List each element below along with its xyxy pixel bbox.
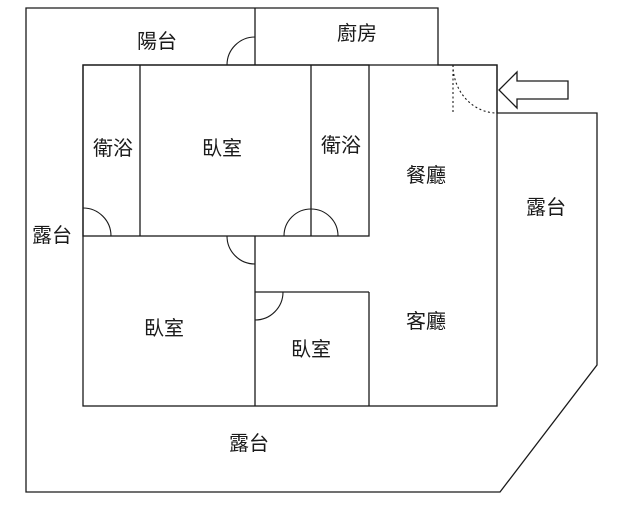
bedroom-left-door-swing [226,235,256,265]
label-bath-left: 衛浴 [93,136,133,160]
label-bath-right: 衛浴 [321,133,361,157]
label-terrace-right: 露台 [526,195,566,219]
outer-boundary-wall [25,7,598,493]
label-dining: 餐廳 [406,163,446,187]
label-bedroom-master: 臥室 [202,136,242,160]
small-bedroom-door-swing [254,291,284,321]
label-balcony-top: 陽台 [137,29,177,53]
label-bedroom-small: 臥室 [291,337,331,361]
entrance-arrow-icon [498,70,569,110]
label-terrace-left: 露台 [32,223,72,247]
label-bedroom-left: 臥室 [144,316,184,340]
label-kitchen: 廚房 [337,21,377,45]
bath-right-door-swing [283,208,339,237]
label-terrace-bottom: 露台 [229,431,269,455]
entrance-door-swing [452,64,498,114]
upper-room-block-wall [82,64,370,237]
balcony-door-swing [226,36,256,66]
label-living: 客廳 [406,309,446,333]
bath-left-door-swing [82,207,112,237]
